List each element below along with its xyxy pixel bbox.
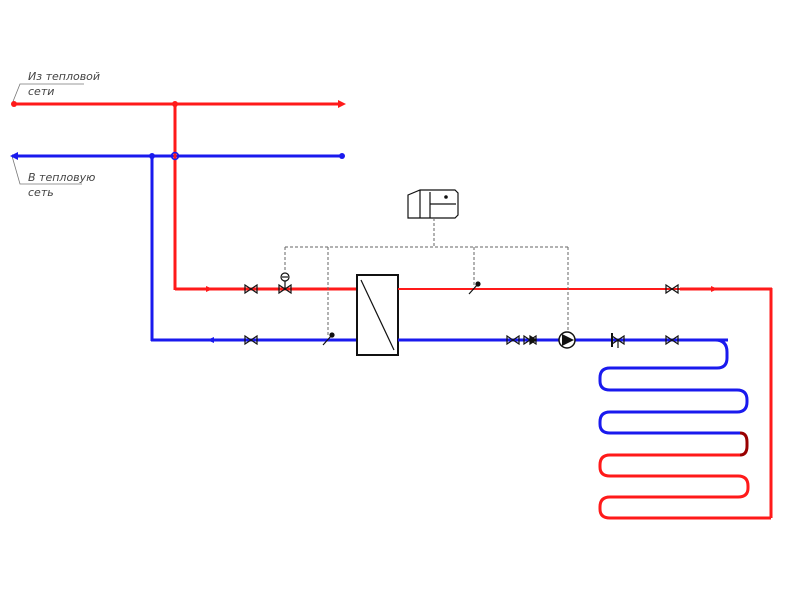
- control-wiring: [284, 218, 569, 336]
- valve-icon: [244, 334, 258, 346]
- heat-exchanger-icon: [356, 274, 399, 356]
- check-valve-icon: [523, 334, 538, 346]
- secondary-supply-line: [398, 286, 773, 518]
- supply-main-line: [11, 100, 346, 108]
- supply-label-line1: Из тепловой: [28, 70, 100, 83]
- temperature-sensor-icon: [468, 281, 481, 295]
- return-label: В тепловую сеть: [11, 155, 95, 199]
- valve-icon: [665, 334, 679, 346]
- valve-icon: [244, 283, 258, 295]
- return-label-line1: В тепловую: [28, 171, 95, 184]
- supply-branch: [170, 101, 356, 292]
- balancing-valve-icon: [611, 333, 625, 348]
- circulation-pump-icon: [558, 331, 576, 349]
- control-valve-icon: [278, 272, 292, 295]
- temperature-sensor-icon: [322, 332, 335, 346]
- valve-icon: [665, 283, 679, 295]
- supply-label-line2: сети: [28, 85, 54, 98]
- return-main-line: [10, 152, 345, 160]
- return-branch: [149, 153, 356, 343]
- valve-icon: [506, 334, 520, 346]
- supply-label: Из тепловой сети: [11, 70, 100, 105]
- controller-icon: [407, 189, 459, 219]
- return-label-line2: сеть: [28, 186, 54, 199]
- floor-heating-coil: [598, 338, 771, 520]
